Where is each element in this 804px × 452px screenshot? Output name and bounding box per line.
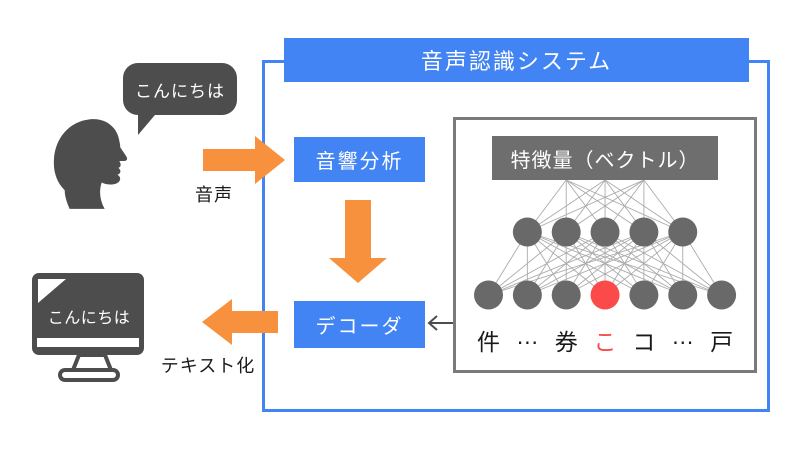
nn-connection-line xyxy=(488,231,567,296)
nn-node xyxy=(668,217,698,247)
decoder-box: デコーダ xyxy=(294,301,425,348)
monitor-screen-text: こんにちは xyxy=(47,310,131,327)
down-arrow-icon xyxy=(329,200,387,283)
system-title: 音声認識システム xyxy=(420,49,613,74)
candidate-char: 件 xyxy=(477,329,500,355)
candidate-char-highlighted: こ xyxy=(593,329,617,355)
monitor: こんにちは xyxy=(30,272,148,384)
candidate-char: 券 xyxy=(554,329,578,355)
nn-connection-line xyxy=(488,231,645,296)
system-title-banner: 音声認識システム xyxy=(284,38,749,82)
nn-node xyxy=(668,280,698,310)
nn-network-svg xyxy=(474,179,737,310)
speech-bubble: こんにちは xyxy=(123,63,237,135)
decoder-label: デコーダ xyxy=(315,316,404,338)
nn-node xyxy=(474,280,503,310)
speaker-head-icon xyxy=(53,119,128,209)
feature-panel-title: 特徴量（ベクトル） xyxy=(510,149,700,172)
nn-connection-line xyxy=(527,179,645,233)
candidate-char: … xyxy=(515,323,539,349)
monitor-icon xyxy=(32,273,144,382)
nn-node xyxy=(629,217,659,247)
acoustic-analysis-box: 音響分析 xyxy=(294,137,425,182)
candidate-row: 件 … 券こコ … 戸 xyxy=(453,323,757,355)
speech-bubble-text: こんにちは xyxy=(135,81,225,101)
nn-node xyxy=(512,217,542,247)
monitor-shine-icon xyxy=(38,279,66,303)
nn-connection-line xyxy=(488,231,606,296)
nn-node xyxy=(707,280,737,310)
nn-connection-line xyxy=(565,231,683,296)
nn-connection-line xyxy=(527,179,606,233)
feature-panel-header: 特徴量（ベクトル） xyxy=(492,136,718,180)
candidate-char: … xyxy=(671,323,695,349)
nn-node xyxy=(512,280,542,310)
acoustic-analysis-label: 音響分析 xyxy=(315,151,404,173)
nn-node xyxy=(590,217,620,247)
voice-arrow-label: 音声 xyxy=(195,185,233,205)
candidate-char: 戸 xyxy=(710,329,734,355)
feature-to-decoder-arrow-icon xyxy=(427,315,454,331)
nn-connection-line xyxy=(527,231,683,296)
nn-connection-line xyxy=(604,231,684,296)
feature-vector-panel: 特徴量（ベクトル） 件 … 券こコ … 戸 xyxy=(453,117,757,373)
textify-arrow-label: テキスト化 xyxy=(160,356,256,376)
nn-node xyxy=(551,280,581,310)
candidate-char: コ xyxy=(632,329,656,355)
nn-node xyxy=(551,217,581,247)
nn-node-highlighted xyxy=(590,280,620,310)
nn-node xyxy=(629,280,659,310)
textify-arrow-icon xyxy=(202,299,278,345)
speech-bubble-tail xyxy=(138,109,160,135)
voice-arrow-icon xyxy=(203,136,285,184)
nn-connection-line xyxy=(565,179,645,233)
